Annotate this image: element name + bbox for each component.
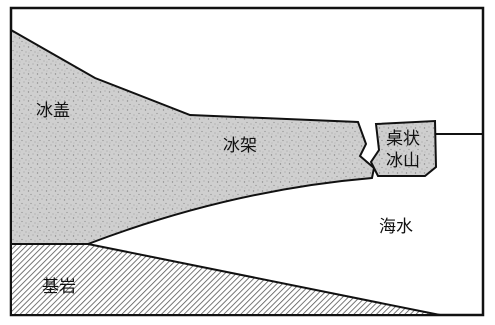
ice-sheet-region bbox=[10, 28, 376, 245]
ice-shelf-label: 冰架 bbox=[223, 136, 257, 156]
ice-cap-label: 冰盖 bbox=[36, 101, 70, 121]
tabular-iceberg-label-line1: 桌状 bbox=[386, 129, 420, 149]
bedrock-label: 基岩 bbox=[42, 277, 76, 297]
tabular-iceberg-shape bbox=[369, 119, 438, 177]
tabular-iceberg-label-line2: 冰山 bbox=[386, 151, 420, 171]
seawater-label: 海水 bbox=[379, 217, 413, 237]
